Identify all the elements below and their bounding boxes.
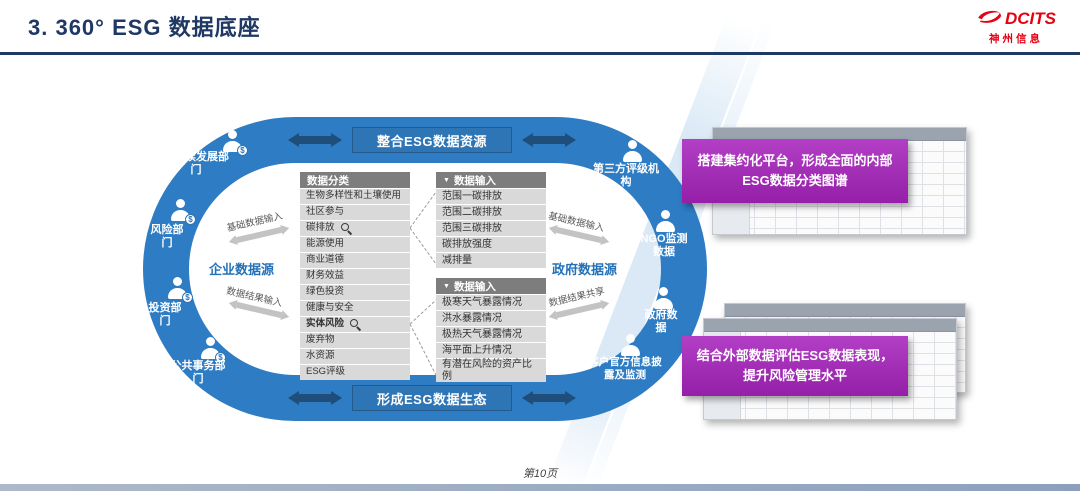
category-row: 社区参与	[300, 205, 410, 220]
person-icon	[620, 140, 644, 166]
person-dollar-icon: $	[220, 130, 248, 156]
triangle-down-icon: ▼	[443, 282, 450, 290]
category-label: 水资源	[306, 350, 335, 362]
input-row: 范围二碳排放	[436, 205, 546, 220]
person-icon	[653, 210, 677, 236]
header-divider	[0, 52, 1080, 55]
enterprise-data-source-label: 企业数据源	[209, 262, 275, 277]
mapping-dashed-lines	[410, 191, 436, 376]
double-arrow-icon	[522, 133, 576, 147]
category-row: 能源使用	[300, 237, 410, 252]
category-label: 社区参与	[306, 206, 345, 218]
input-block-header: ▼数据输入	[436, 278, 546, 294]
input-row: 海平面上升情况	[436, 343, 546, 358]
input-label: 海平面上升情况	[442, 344, 512, 356]
callout-text: 搭建集约化平台，形成全面的内部ESG数据分类图谱	[697, 152, 893, 188]
category-label: 财务效益	[306, 270, 345, 282]
input-label: 碳排放强度	[442, 238, 492, 250]
ring-node-label: 可持续发展部门	[163, 151, 229, 177]
spreadsheet-header-bar	[704, 319, 956, 332]
category-label: 实体风险	[306, 318, 345, 330]
input-label: 极热天气暴露情况	[442, 328, 522, 340]
category-row: 商业道德	[300, 253, 410, 268]
person-icon	[618, 334, 642, 360]
category-label: 废弃物	[306, 334, 335, 346]
input-block-header: ▼数据输入	[436, 172, 546, 188]
company-logo: DCITS 神州信息	[966, 7, 1066, 46]
category-row: 生物多样性和土壤使用	[300, 189, 410, 204]
magnifier-icon	[350, 318, 362, 331]
input-label: 极寒天气暴露情况	[442, 296, 522, 308]
category-label: 绿色投资	[306, 286, 345, 298]
ring-node-label: 政府数据	[644, 309, 678, 335]
category-row: ESG评级	[300, 365, 410, 380]
data-input-table: ▼数据输入 范围一碳排放 范围二碳排放 范围三碳排放 碳排放强度 减排量 ▼数据…	[436, 172, 546, 383]
input-row: 范围三碳排放	[436, 221, 546, 236]
category-label: 生物多样性和土壤使用	[306, 190, 402, 202]
page-title: 3. 360° ESG 数据底座	[28, 15, 261, 40]
category-label: 能源使用	[306, 238, 345, 250]
table-gap	[436, 269, 546, 278]
government-data-source-label: 政府数据源	[552, 262, 618, 277]
category-row: 水资源	[300, 349, 410, 364]
callout-internal-platform: 搭建集约化平台，形成全面的内部ESG数据分类图谱	[682, 139, 908, 203]
input-header-label: 数据输入	[453, 280, 496, 293]
ring-node-label: 投资部门	[148, 302, 182, 328]
input-label: 范围二碳排放	[442, 206, 502, 218]
data-category-table: 数据分类 生物多样性和土壤使用 社区参与 碳排放 能源使用 商业道德 财务效益 …	[300, 172, 410, 381]
footer-bar	[0, 484, 1080, 491]
ring-node-label: 第三方评级机构	[593, 163, 659, 189]
category-row: 废弃物	[300, 333, 410, 348]
dcits-logo-icon	[976, 7, 1002, 30]
input-row: 范围一碳排放	[436, 189, 546, 204]
category-row: 实体风险	[300, 317, 410, 332]
person-dollar-icon: $	[165, 277, 193, 303]
magnifier-icon	[340, 222, 353, 235]
triangle-down-icon: ▼	[443, 176, 450, 184]
page-number: 第10页	[522, 468, 558, 480]
input-label: 减排量	[442, 254, 472, 266]
double-arrow-icon	[288, 391, 342, 405]
ring-bottom-banner: 形成ESG数据生态	[352, 385, 512, 411]
category-row: 财务效益	[300, 269, 410, 284]
input-row: 极热天气暴露情况	[436, 327, 546, 342]
double-arrow-icon	[288, 133, 342, 147]
input-label: 洪水暴露情况	[442, 312, 502, 324]
ring-node-label: NGO监测数据	[640, 233, 688, 259]
callout-text: 结合外部数据评估ESG数据表现，提升风险管理水平	[696, 347, 894, 383]
input-header-label: 数据输入	[453, 174, 496, 187]
category-label: 碳排放	[306, 222, 335, 234]
double-arrow-icon	[522, 391, 576, 405]
input-row: 洪水暴露情况	[436, 311, 546, 326]
input-row: 极寒天气暴露情况	[436, 295, 546, 310]
input-row: 减排量	[436, 253, 546, 268]
person-dollar-icon: $	[168, 199, 196, 225]
category-row: 绿色投资	[300, 285, 410, 300]
logo-subtitle: 神州信息	[989, 33, 1043, 45]
ring-node-label: 公共事务部门	[170, 360, 226, 386]
input-label: 有潜在风险的资产比例	[442, 359, 532, 382]
spreadsheet-header-bar	[725, 304, 965, 317]
category-table-header: 数据分类	[300, 172, 410, 188]
category-label: 商业道德	[306, 254, 345, 266]
ring-node-label: 风险部门	[150, 224, 184, 250]
callout-external-assessment: 结合外部数据评估ESG数据表现，提升风险管理水平	[682, 336, 908, 396]
input-label: 范围三碳排放	[442, 222, 502, 234]
input-label: 范围一碳排放	[442, 190, 502, 202]
ring-top-banner: 整合ESG数据资源	[352, 127, 512, 153]
person-dollar-icon: $	[198, 337, 226, 363]
input-row: 碳排放强度	[436, 237, 546, 252]
input-row: 有潜在风险的资产比例	[436, 359, 546, 382]
logo-name: DCITS	[1005, 8, 1056, 28]
ring-node-label: 客户官方信息披露及监测	[588, 356, 662, 381]
category-label: 健康与安全	[306, 302, 354, 314]
category-row: 健康与安全	[300, 301, 410, 316]
category-row: 碳排放	[300, 221, 410, 236]
category-label: ESG评级	[306, 366, 346, 378]
person-icon	[651, 287, 675, 313]
